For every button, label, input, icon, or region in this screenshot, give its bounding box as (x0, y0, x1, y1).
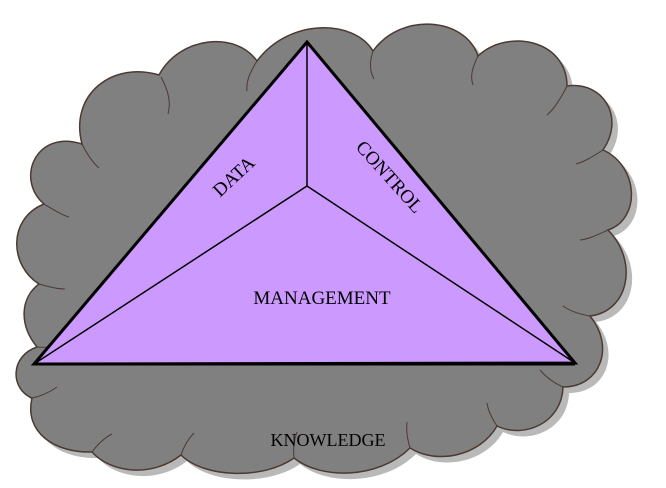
pyramid-edge-left (33, 185, 308, 365)
pyramid-edge-right (306, 185, 576, 364)
management-label: MANAGEMENT (253, 288, 391, 309)
knowledge-label: KNOWLEDGE (271, 430, 386, 450)
cloud-lobe-lines (31, 50, 609, 459)
pyramid (30, 39, 579, 366)
